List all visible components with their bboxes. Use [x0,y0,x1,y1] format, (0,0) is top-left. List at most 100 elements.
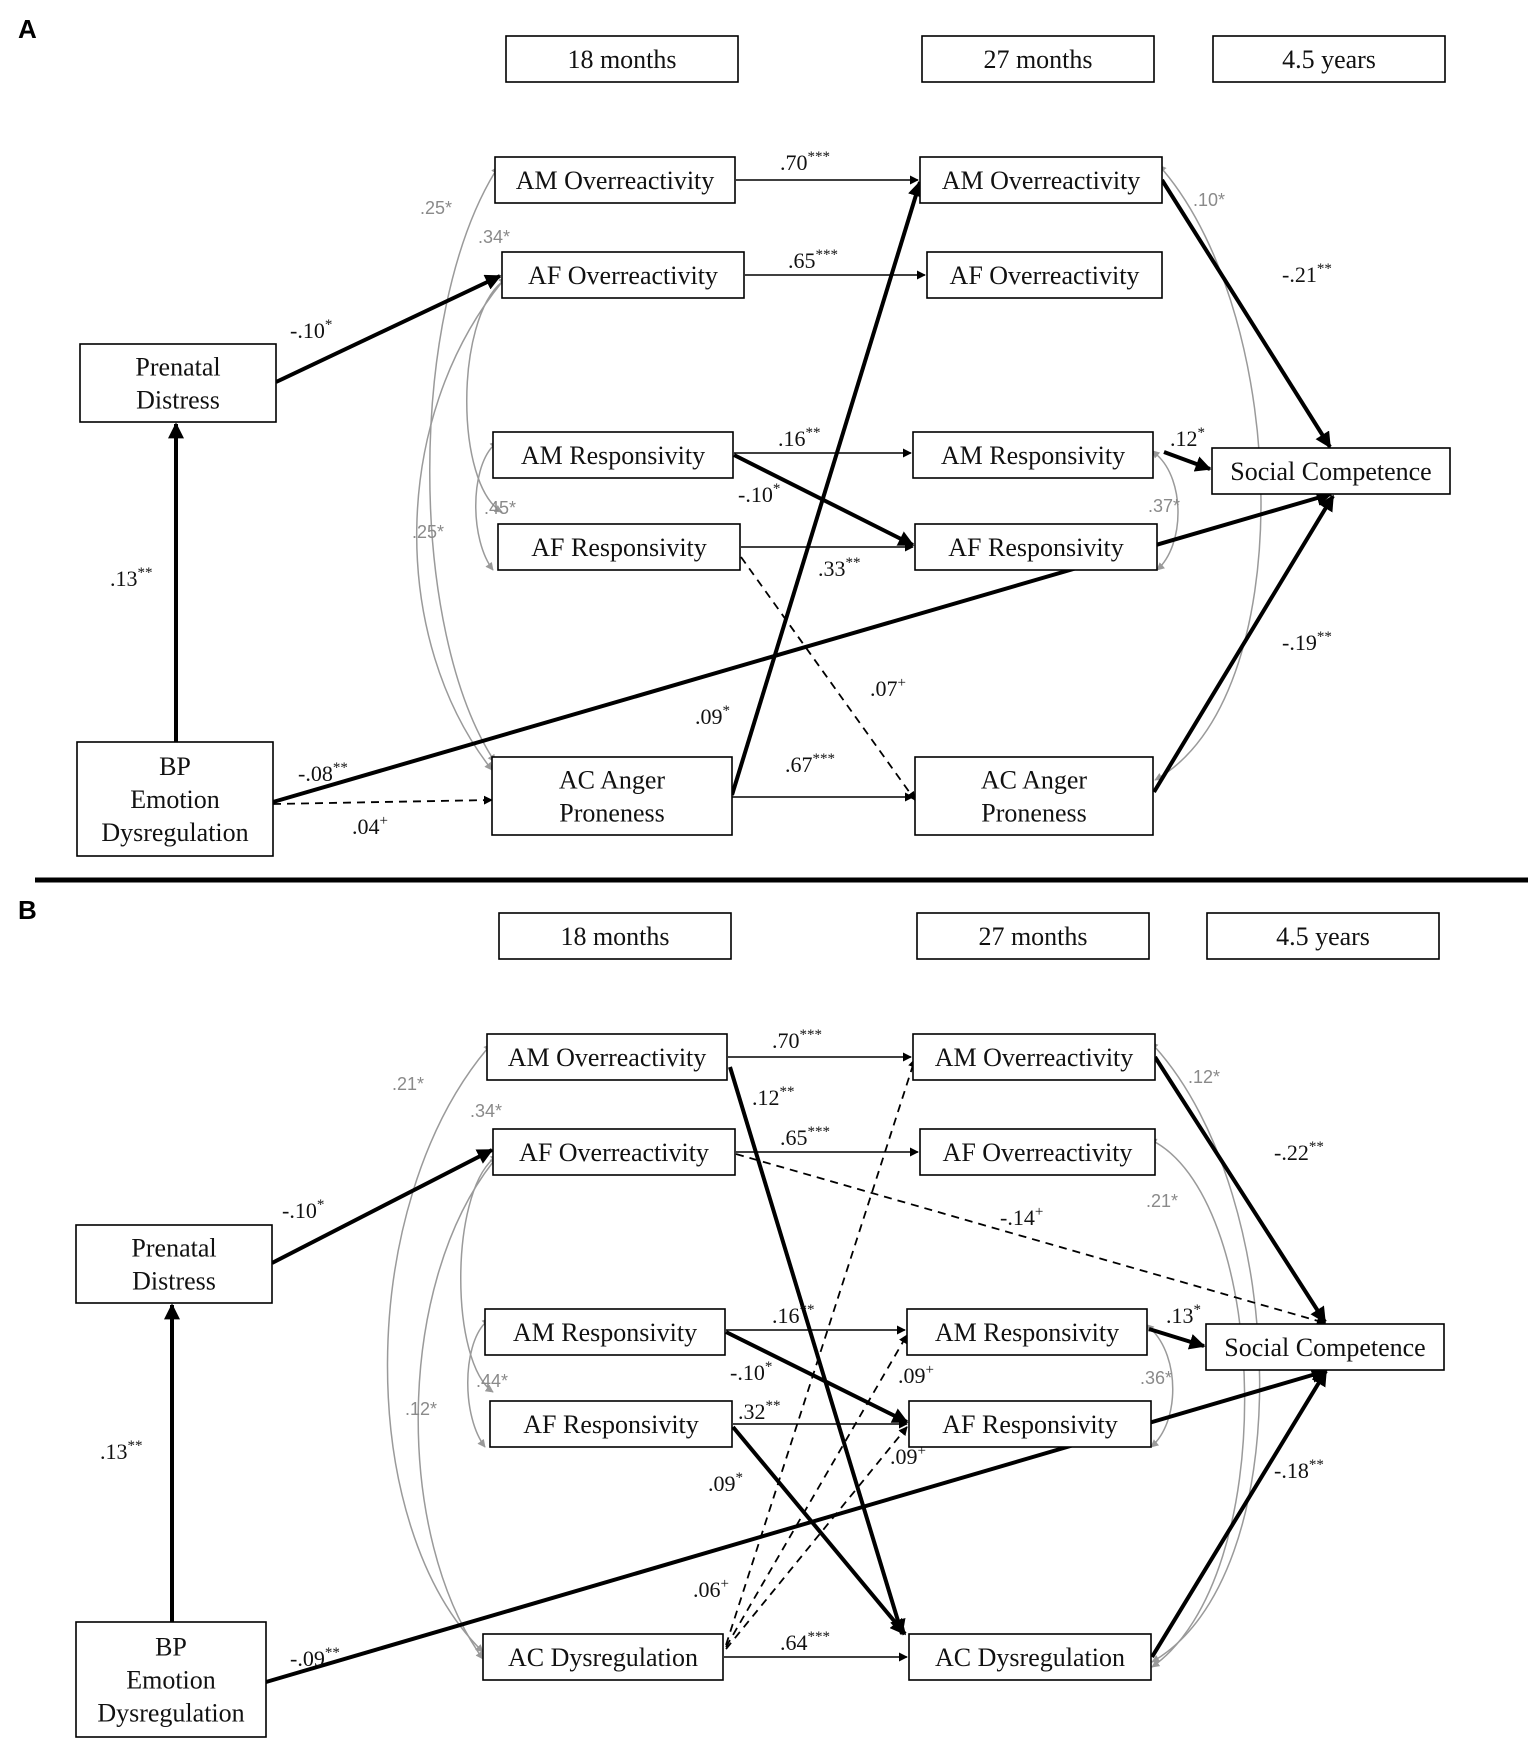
node-label: Dysregulation [97,1699,244,1728]
path-arrow-prenatal-to-af_over_18 [271,1148,494,1265]
node-label: AC Anger [559,766,666,795]
covariance-arc [1145,1323,1174,1448]
node-label: AM Responsivity [521,441,705,470]
node-label: AM Responsivity [935,1318,1119,1347]
path-coefficient: .09+ [898,1362,934,1388]
time-header-label: 4.5 years [1282,45,1376,74]
path-coefficient: .09* [708,1470,743,1496]
path-coefficient: .70*** [772,1027,822,1053]
node-label: AM Overreactivity [516,166,715,195]
node-label: Social Competence [1224,1333,1425,1362]
node-af-resp-18: AF Responsivity [497,523,741,571]
node-label: AF Overreactivity [950,261,1140,290]
path-coefficient: .64*** [780,1629,830,1655]
path-coefficient: -.18** [1274,1457,1324,1483]
node-label: AM Responsivity [513,1318,697,1347]
covariance-label: .25* [412,522,444,542]
node-am-over-27: AM Overreactivity [919,156,1163,204]
path-coefficient: -.10* [290,317,332,343]
time-header-label: 4.5 years [1276,922,1370,951]
node-af-resp-18: AF Responsivity [489,1400,733,1448]
path-arrow-af_resp_18-to-ac_27 [740,556,916,801]
node-am-resp-27: AM Responsivity [912,431,1154,479]
node-label: Emotion [126,1666,216,1695]
path-coefficient: -.10* [738,481,780,507]
path-coefficient: .13* [1166,1302,1201,1328]
node-label: Distress [132,1267,216,1296]
path-coefficient: -.22** [1274,1139,1324,1165]
time-header-label: 27 months [983,45,1092,74]
node-label: AF Responsivity [523,1410,699,1439]
node-label: AC Anger [981,766,1088,795]
node-am-resp-18: AM Responsivity [492,431,734,479]
node-label: AM Overreactivity [508,1043,707,1072]
path-arrow-prenatal-to-af_over_18 [275,274,502,384]
path-coefficient: .04+ [352,813,388,839]
node-af-over-27: AF Overreactivity [926,251,1163,299]
node-label: AC Dysregulation [508,1643,698,1672]
covariance-label: .21* [392,1074,424,1094]
time-header: 4.5 years [1206,912,1440,960]
covariance-label: .12* [1188,1067,1220,1087]
path-arrow-am_resp_27-to-social [1148,1327,1206,1350]
node-ac-18: AC Dysregulation [482,1633,724,1681]
path-coefficient: .65*** [780,1124,830,1150]
path-coefficient: .13** [100,1438,143,1464]
path-coefficient: .65*** [788,247,838,273]
node-label: Proneness [559,799,664,828]
covariance-label: .44* [476,1371,508,1391]
covariance-label: .21* [1146,1191,1178,1211]
node-label: AF Responsivity [531,533,707,562]
path-coefficient: -.10* [730,1359,772,1385]
node-am-over-18: AM Overreactivity [494,156,736,204]
covariance-arc [1151,450,1179,571]
node-label: Social Competence [1230,457,1431,486]
path-arrow-am_resp_27-to-social [1163,450,1212,472]
covariance-arc [1150,1041,1261,1663]
node-af-over-18: AF Overreactivity [501,251,745,299]
time-header: 18 months [498,912,732,960]
node-label: AF Overreactivity [943,1138,1133,1167]
node-social: Social Competence [1205,1323,1445,1371]
node-label: BP [155,1633,187,1662]
path-coefficient: .12* [1170,425,1205,451]
covariance-label: .36* [1140,1368,1172,1388]
time-header-label: 27 months [978,922,1087,951]
node-label: AF Overreactivity [528,261,718,290]
path-arrow-ac_27-to-social [1150,1369,1328,1659]
path-arrow-ac_18-to-am_resp_27 [725,1334,908,1648]
path-coefficient: -.21** [1282,261,1332,287]
path-coefficient: .07+ [870,675,906,701]
node-label: AF Overreactivity [519,1138,709,1167]
time-header: 18 months [505,35,739,83]
covariance-label: .34* [470,1101,502,1121]
node-am-resp-18: AM Responsivity [484,1308,726,1356]
node-am-resp-27: AM Responsivity [906,1308,1148,1356]
path-coefficient: -.09** [290,1645,340,1671]
covariance-arc [460,1154,499,1393]
path-coefficient: .06+ [693,1576,729,1602]
panel-letter: B [18,895,37,925]
path-arrow-bp-to-ac_18 [272,795,493,805]
node-label: Prenatal [135,353,220,382]
node-label: BP [159,752,191,781]
node-label: AF Responsivity [948,533,1124,562]
time-header: 27 months [916,912,1150,960]
time-header-label: 18 months [560,922,669,951]
path-coefficient: .12** [752,1084,795,1110]
node-label: Dysregulation [101,818,248,847]
time-header: 27 months [921,35,1155,83]
path-coefficient: .32** [738,1398,781,1424]
covariance-label: .25* [420,198,452,218]
path-coefficient: .33** [818,555,861,581]
panel-letter: A [18,14,37,44]
node-label: AC Dysregulation [935,1643,1125,1672]
path-coefficient: -.19** [1282,629,1332,655]
covariance-arc [416,276,507,771]
path-arrow-ac_18-to-af_resp_27 [725,1426,908,1650]
